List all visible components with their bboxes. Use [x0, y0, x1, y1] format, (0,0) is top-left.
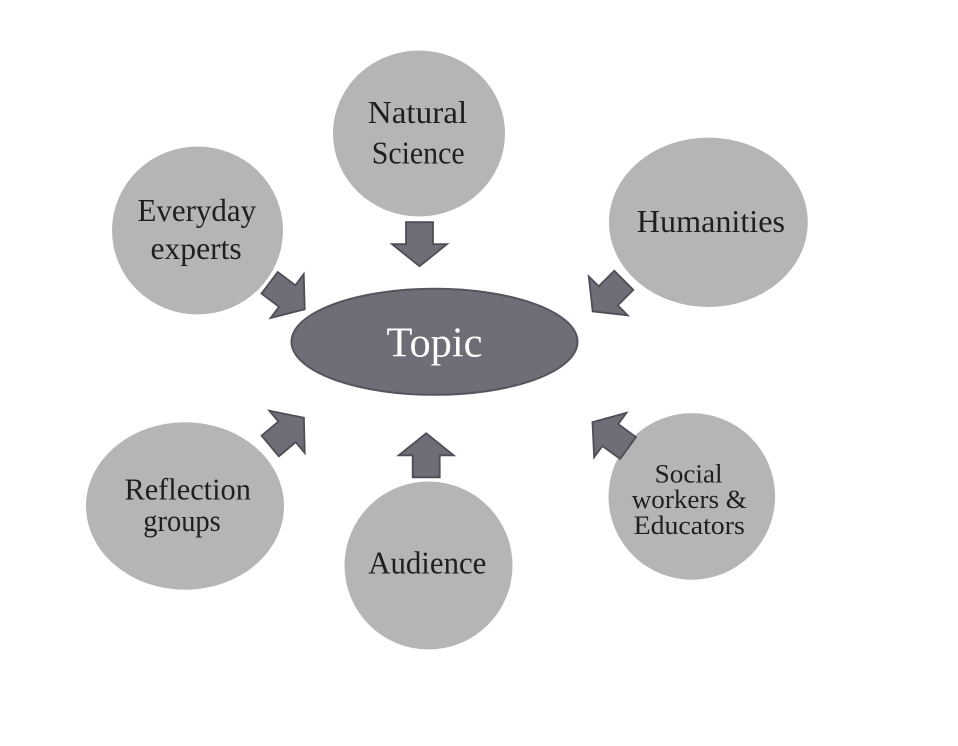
svg-text:experts: experts — [151, 231, 242, 266]
svg-text:Science: Science — [372, 135, 465, 170]
svg-text:Topic: Topic — [387, 319, 483, 366]
svg-text:Natural: Natural — [368, 95, 468, 130]
svg-text:groups: groups — [143, 503, 221, 538]
svg-text:Educators: Educators — [634, 510, 745, 540]
svg-text:Audience: Audience — [368, 545, 486, 580]
svg-text:Everyday: Everyday — [137, 193, 256, 228]
svg-text:Humanities: Humanities — [637, 204, 785, 239]
svg-text:Reflection: Reflection — [124, 472, 251, 507]
svg-text:workers &: workers & — [632, 484, 747, 514]
svg-text:Social: Social — [655, 459, 723, 489]
